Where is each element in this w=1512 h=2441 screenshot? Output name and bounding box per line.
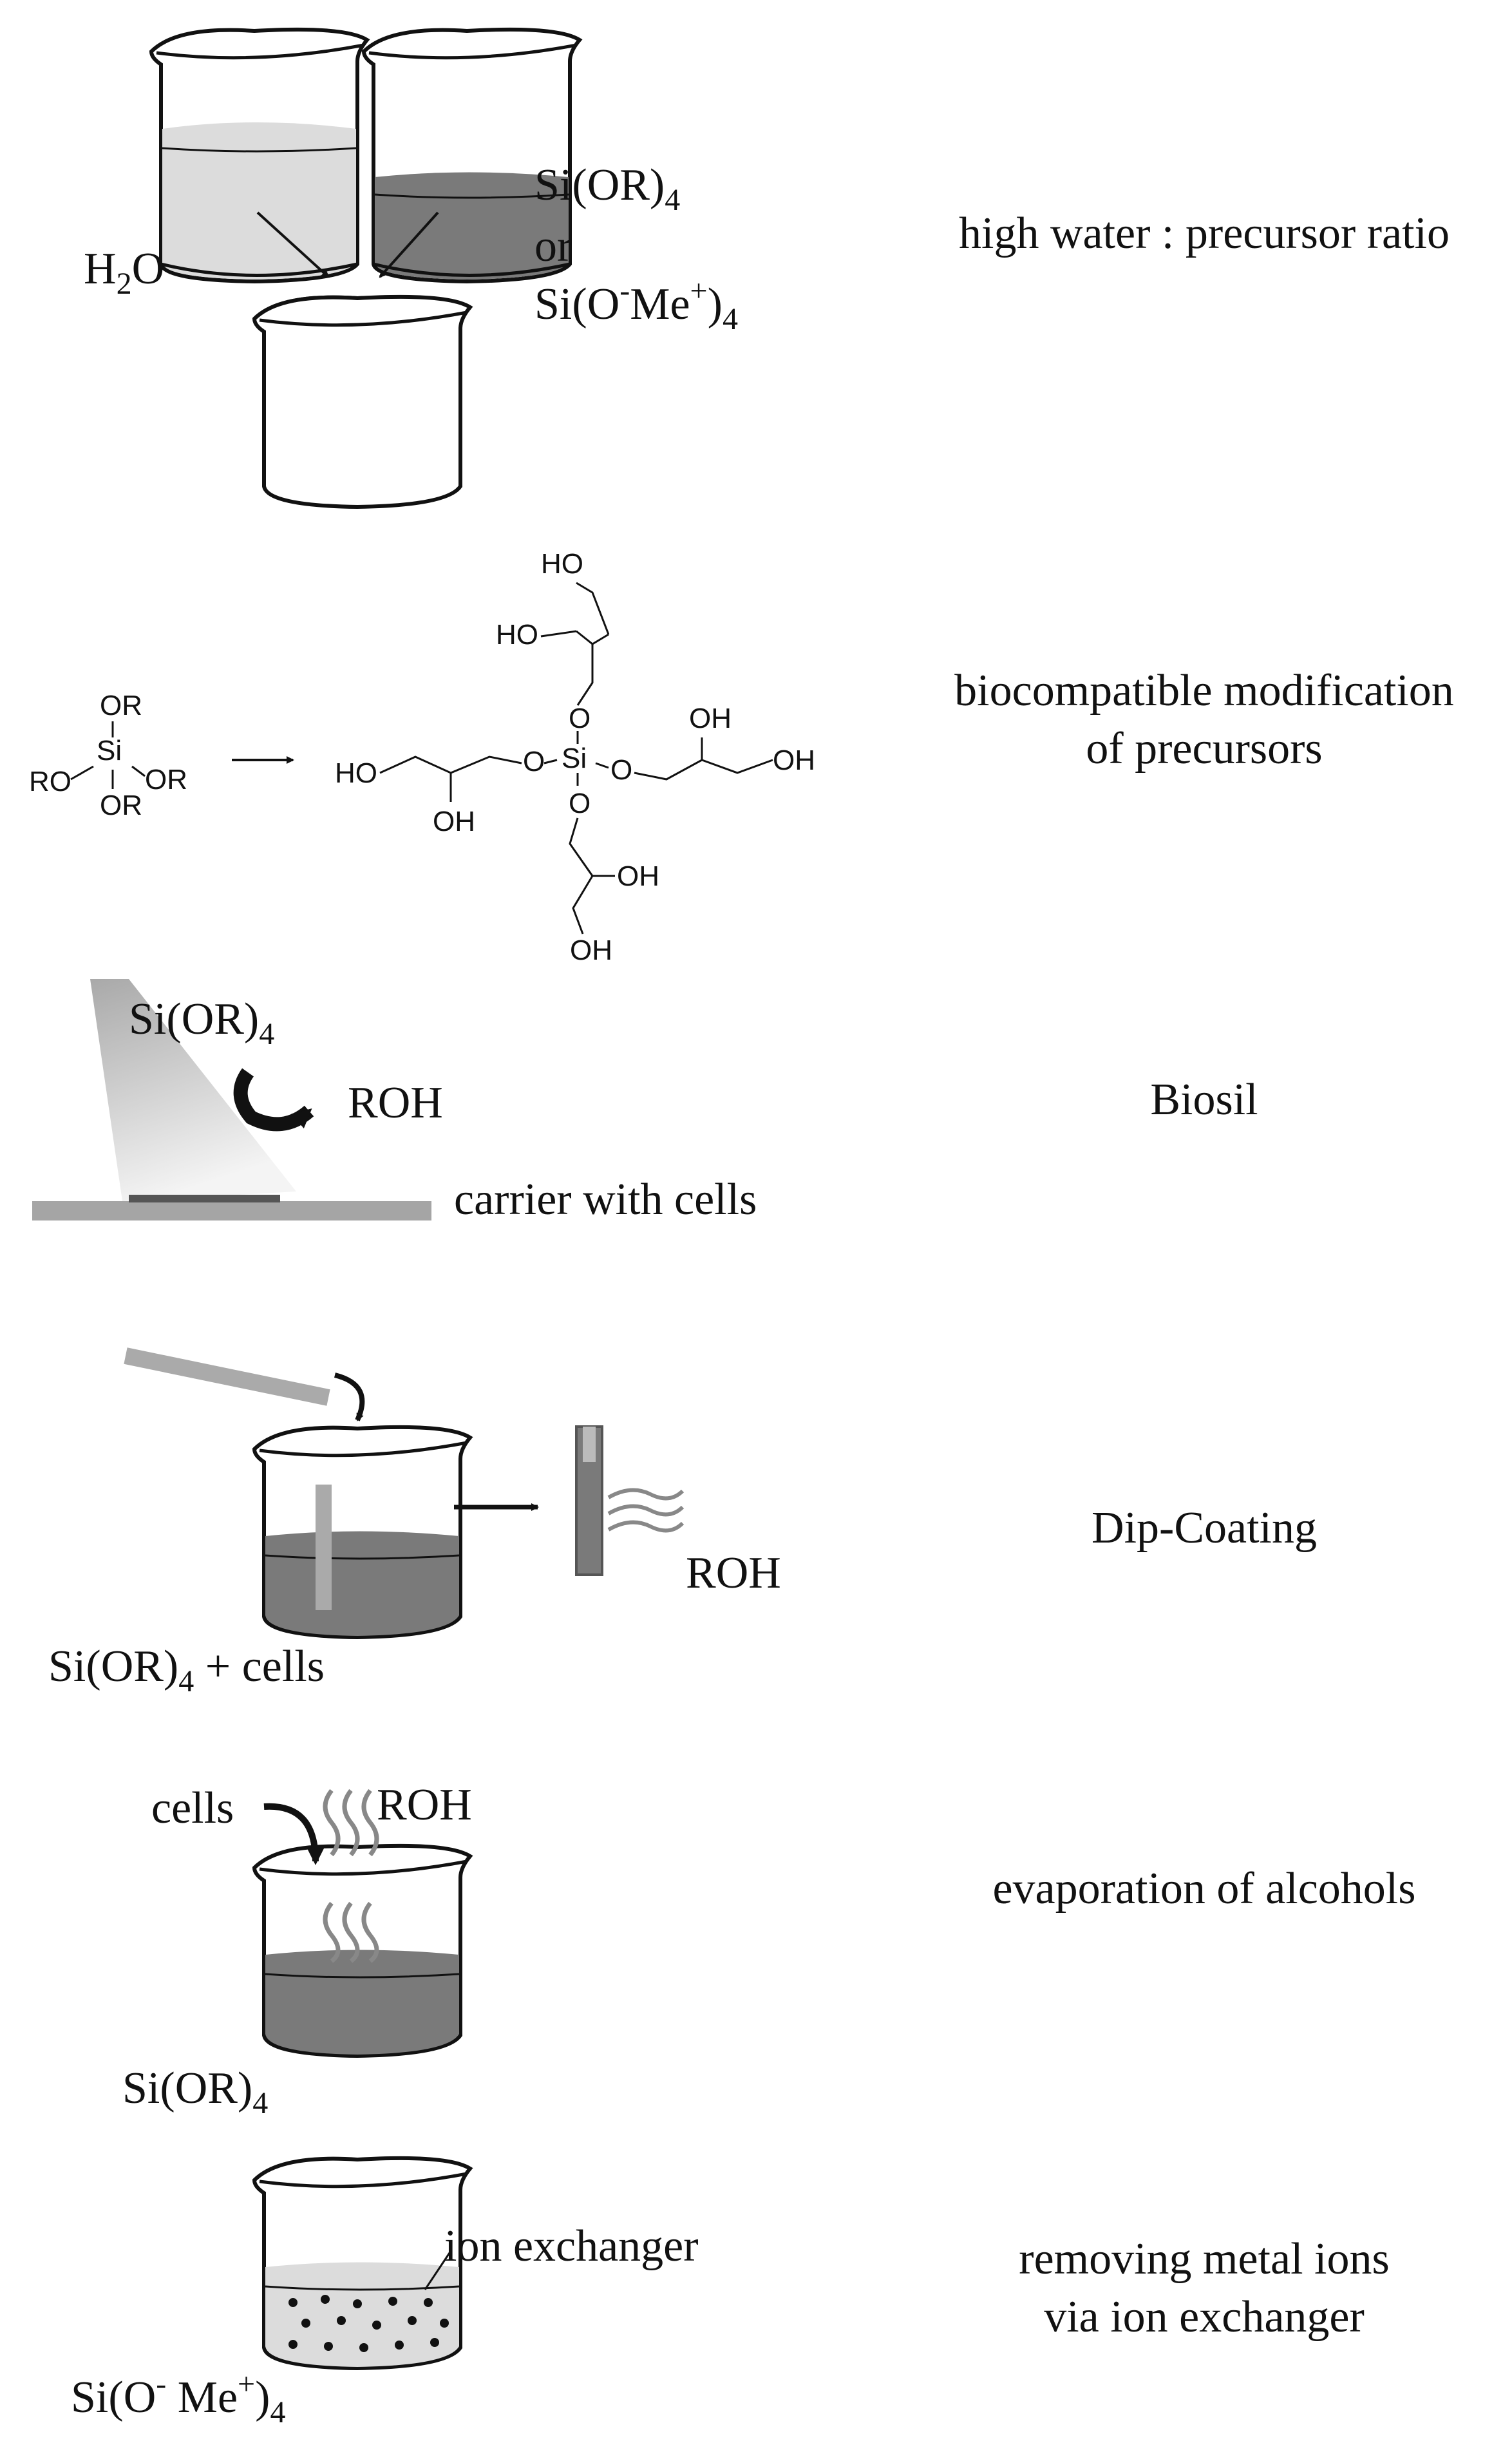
arrow-precursor-to-mix (379, 211, 439, 278)
evap-precursor-label: Si(OR)4 (122, 2064, 268, 2120)
ion-exchanger-label: ion exchanger (444, 2221, 699, 2271)
arrow-water-to-mix (256, 211, 330, 278)
evaporation-vapor-waves (323, 1789, 379, 1963)
tetraalkoxysilane-structure: OR Si RO OR OR (29, 690, 187, 821)
chem-oh-right-top: OH (689, 703, 732, 734)
cells-addition-arrow (263, 1803, 325, 1865)
dip-carrier-tilted (124, 1347, 330, 1406)
step-biosil: Si(OR)4 ROH carrier with cells Biosil (32, 979, 1258, 1224)
roh-vapor-waves (607, 1488, 685, 1533)
roh-release-arrow (233, 1068, 314, 1132)
step-biocompatible-modification: OR Si RO OR OR Si O HO HO O (29, 548, 1454, 966)
cell-layer (129, 1195, 280, 1202)
chem-ro-left: RO (29, 766, 71, 797)
chem-ho-left: HO (335, 757, 377, 789)
glycerol-silane-structure: Si O HO HO O OH HO O OH OH O (335, 548, 815, 966)
chem-si: Si (97, 735, 122, 766)
chem-or-top: OR (100, 690, 142, 721)
chem-oh-right: OH (773, 745, 815, 776)
or-label: or (534, 222, 572, 271)
chem-o-up: O (569, 703, 591, 734)
evap-cells-label: cells (151, 1783, 234, 1833)
beaker-mixing (252, 294, 473, 509)
chem-oh-down1: OH (617, 860, 659, 892)
beaker-dip (252, 1425, 473, 1640)
chem-oh-left: OH (433, 806, 475, 837)
carrier-plate (32, 1201, 431, 1220)
dip-precursor-cells-label: Si(OR)4 + cells (48, 1642, 325, 1698)
caption-dip-coating: Dip-Coating (1091, 1503, 1317, 1553)
ion-precursor-label: Si(O- Me+)4 (71, 2367, 285, 2429)
dip-rotation-arrow (334, 1372, 365, 1421)
chem-oh-down2: OH (570, 935, 612, 966)
chem-or-right: OR (145, 764, 187, 795)
biosil-roh-label: ROH (348, 1078, 443, 1128)
caption-ion-exchange-line2: via ion exchanger (1044, 2292, 1365, 2342)
beaker-evaporation (252, 1843, 473, 2058)
step-evaporation: cells ROH Si(OR)4 evaporation of alcohol… (122, 1780, 1416, 2120)
water-liquid (162, 122, 356, 280)
caption-biosil: Biosil (1150, 1075, 1258, 1125)
dip-roh-label: ROH (686, 1548, 781, 1598)
step-ion-exchange: ion exchanger Si(O- Me+)4 removing metal… (71, 2156, 1390, 2429)
beaker-ion-exchange (252, 2156, 473, 2371)
beaker-precursor (361, 27, 583, 284)
chem-o-right: O (610, 754, 632, 786)
chem-si-center: Si (562, 743, 587, 774)
biosil-precursor-label: Si(OR)4 (129, 994, 274, 1051)
evap-roh-label: ROH (377, 1780, 472, 1830)
dip-slide-immersed (316, 1485, 332, 1610)
chem-or-bottom: OR (100, 790, 142, 821)
beaker-water (149, 27, 370, 284)
carrier-with-cells-label: carrier with cells (454, 1175, 757, 1224)
chem-o-down: O (569, 788, 591, 819)
caption-ion-exchange-line1: removing metal ions (1019, 2234, 1389, 2284)
caption-biocompatible-line1: biocompatible modification (954, 666, 1454, 716)
precursor-alkoxide-label: Si(OR)4 (534, 160, 680, 217)
step-dip-coating: ROH Si(OR)4 + cells Dip-Coating (48, 1347, 1317, 1698)
precursor-silicate-label: Si(O-Me+)4 (534, 274, 738, 336)
ion-exchanger-pointer (424, 2250, 452, 2290)
vapor-spray-cone (90, 979, 296, 1201)
chem-ho-upper1: HO (496, 619, 538, 651)
caption-evaporation: evaporation of alcohols (992, 1864, 1415, 1914)
precursor-liquid (375, 172, 569, 280)
chem-ho-upper2: HO (541, 548, 583, 580)
caption-biocompatible-line2: of precursors (1086, 724, 1322, 774)
ion-exchanger-beads (288, 2295, 449, 2352)
chem-o-left: O (523, 746, 545, 777)
step-high-water-ratio: H2O Si(OR)4 or Si(O-Me+)4 high water : p… (84, 27, 1450, 509)
caption-high-water-ratio: high water : precursor ratio (959, 209, 1450, 258)
water-label: H2O (84, 244, 164, 301)
